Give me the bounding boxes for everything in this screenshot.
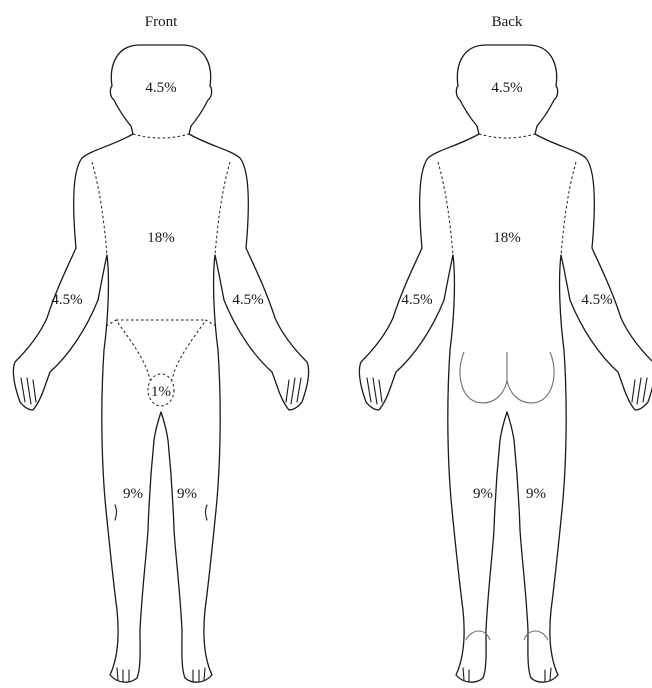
front-right-arm-label: 4.5% bbox=[232, 292, 263, 308]
front-left-arm-label: 4.5% bbox=[51, 292, 82, 308]
back-left-arm-label: 4.5% bbox=[401, 292, 432, 308]
front-genital-label: 1% bbox=[151, 384, 171, 400]
back-title: Back bbox=[492, 14, 523, 30]
front-right-leg-label: 9% bbox=[177, 486, 197, 502]
back-left-leg-label: 9% bbox=[473, 486, 493, 502]
front-body-outline bbox=[13, 45, 308, 682]
back-head-label: 4.5% bbox=[491, 80, 522, 96]
front-head-label: 4.5% bbox=[145, 80, 176, 96]
back-right-leg-label: 9% bbox=[526, 486, 546, 502]
back-body-outline bbox=[359, 45, 652, 682]
front-trunk-label: 18% bbox=[147, 230, 175, 246]
back-figure: Back 4.5% 18% 4.5% 4.5% 9% 9% bbox=[359, 14, 652, 682]
front-left-leg-label: 9% bbox=[123, 486, 143, 502]
back-right-arm-label: 4.5% bbox=[581, 292, 612, 308]
front-figure: Front 4.5% 18% 4.5% 4.5% 1% 9% 9% bbox=[13, 14, 308, 682]
back-trunk-label: 18% bbox=[493, 230, 521, 246]
front-title: Front bbox=[145, 14, 178, 30]
